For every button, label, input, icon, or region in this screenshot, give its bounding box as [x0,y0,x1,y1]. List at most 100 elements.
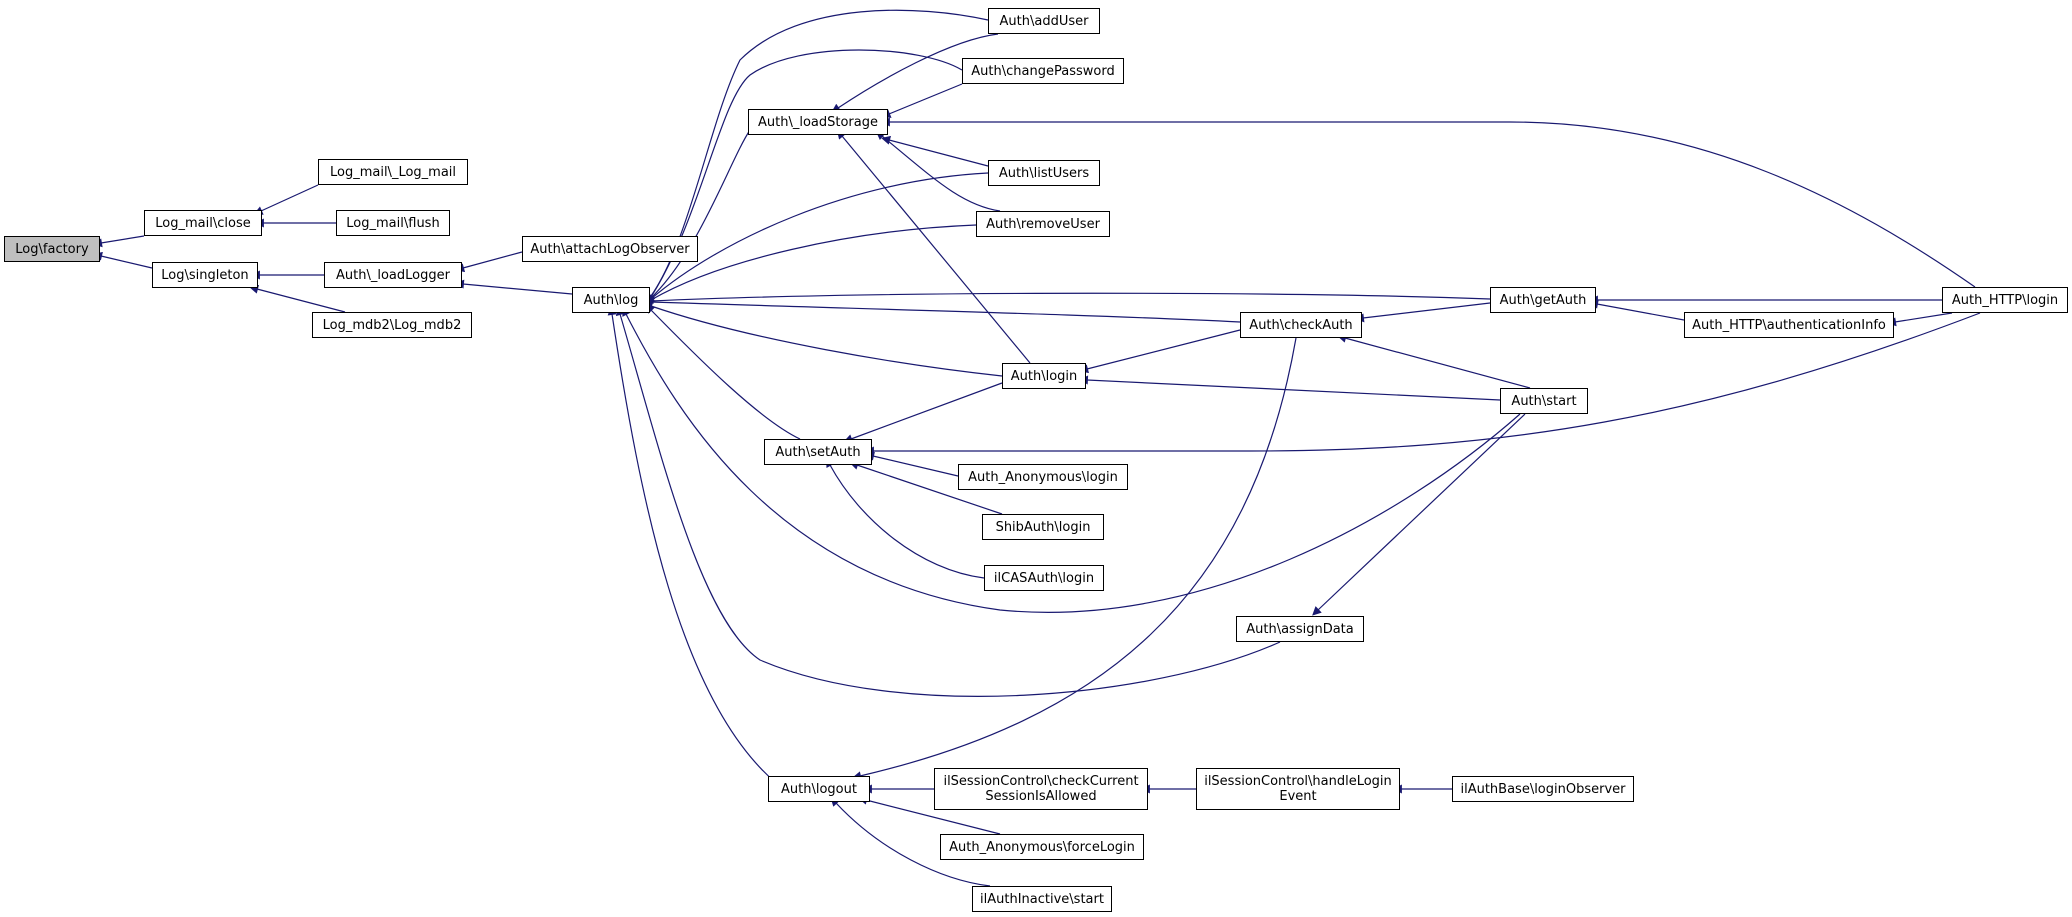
node-auth-remove-user[interactable]: Auth\removeUser [976,211,1110,237]
node-label: Auth\attachLogObserver [530,241,690,257]
node-label: Auth\setAuth [775,444,861,460]
edge-log-to-load-logger [454,279,573,295]
edge-assign-data-to-start [1312,413,1526,616]
node-label: ilCASAuth\login [993,570,1095,586]
node-auth-http-authentication-info[interactable]: Auth_HTTP\authenticationInfo [1684,312,1894,338]
edge-cas-auth-to-set-auth [826,457,985,579]
node-auth-change-password[interactable]: Auth\changePassword [962,58,1124,84]
node-log-mail-log-mail[interactable]: Log_mail\_Log_mail [318,159,468,185]
edge-login-to-set-auth [843,382,1003,443]
edge-anonymous-login-to-set-auth [865,451,959,477]
node-label: Log\factory [15,241,89,257]
edge-change-password-to-log [646,49,963,304]
edge-change-password-to-load-storage [881,83,963,118]
edge-logout-to-log [607,305,776,783]
node-auth-start[interactable]: Auth\start [1500,388,1588,414]
edge-http-login-to-set-auth [864,312,1981,456]
node-label: Log_mail\_Log_mail [329,164,457,180]
edge-add-user-to-load-storage [831,33,999,113]
edge-authentication-info-to-get-auth [1589,299,1685,321]
node-label: Auth\login [1010,368,1078,384]
edge-start-to-check-auth [1337,333,1531,389]
edge-get-auth-to-check-auth [1354,302,1491,323]
node-label: Auth\assignData [1246,621,1354,637]
edge-http-login-to-authentication-info [1886,312,1953,327]
node-log-factory: Log\factory [4,236,100,262]
node-label: Auth\log [583,292,639,308]
edge-log-mdb2-to-singleton [249,284,346,313]
edge-list-users-to-log [644,172,989,305]
node-auth-get-auth[interactable]: Auth\getAuth [1490,287,1596,313]
node-auth-log[interactable]: Auth\log [572,287,650,313]
edge-check-auth-to-login [1079,329,1241,374]
node-label: Auth\logout [781,781,857,797]
node-log-mail-flush[interactable]: Log_mail\flush [336,210,450,236]
node-label: Log\singleton [161,267,249,283]
node-auth-assign-data[interactable]: Auth\assignData [1236,616,1364,642]
node-label: Log_mdb2\Log_mdb2 [322,317,462,333]
node-log-mail-close[interactable]: Log_mail\close [144,210,262,236]
edge-set-auth-to-log [645,304,801,440]
node-label: Auth_Anonymous\forceLogin [949,839,1135,855]
node-label: Auth\addUser [999,13,1089,29]
node-auth-logout[interactable]: Auth\logout [768,776,870,802]
node-label: ilAuthInactive\start [980,891,1104,907]
edge-force-login-to-logout [858,795,1001,835]
node-label: Auth\removeUser [986,216,1100,232]
edge-start-to-log [622,306,1521,613]
node-auth-load-storage[interactable]: Auth\_loadStorage [748,109,888,135]
edge-http-login-to-load-storage [880,117,1976,288]
node-label-line-2: Event [1279,789,1317,804]
edge-log-mail-to-close [253,184,319,215]
edge-assign-data-to-log [615,306,1281,697]
node-auth-add-user[interactable]: Auth\addUser [988,8,1100,34]
node-label: Auth_HTTP\login [1951,292,2059,308]
edge-list-users-to-load-storage [881,135,989,167]
edge-get-auth-to-log [642,292,1491,306]
node-auth-list-users[interactable]: Auth\listUsers [988,160,1100,186]
node-log-mdb2[interactable]: Log_mdb2\Log_mdb2 [312,312,472,338]
edge-close-to-factory [93,235,145,248]
edge-login-to-load-storage [836,129,1031,364]
node-label: Log_mail\flush [346,215,440,231]
node-auth-attach-log-observer[interactable]: Auth\attachLogObserver [522,236,698,262]
edge-inactive-start-to-logout [830,797,991,887]
node-auth-set-auth[interactable]: Auth\setAuth [764,439,872,465]
node-label: Auth\_loadLogger [336,267,450,283]
node-label-line-1: ilSessionControl\checkCurrent [943,774,1139,789]
node-auth-login[interactable]: Auth\login [1002,363,1086,389]
node-auth-http-login[interactable]: Auth_HTTP\login [1942,287,2068,313]
node-auth-anonymous-force-login[interactable]: Auth_Anonymous\forceLogin [940,834,1144,860]
edge-remove-user-to-log [643,224,977,305]
node-label: Auth\getAuth [1499,292,1587,308]
node-label-line-1: ilSessionControl\handleLogin [1204,774,1392,789]
node-il-auth-inactive-start[interactable]: ilAuthInactive\start [972,886,1112,912]
node-label: Log_mail\close [155,215,251,231]
node-auth-check-auth[interactable]: Auth\checkAuth [1240,312,1362,338]
node-label: Auth\listUsers [998,165,1090,181]
node-label: ilAuthBase\loginObserver [1460,781,1626,797]
node-log-singleton[interactable]: Log\singleton [152,262,258,288]
node-il-cas-auth-login[interactable]: ilCASAuth\login [984,565,1104,591]
edge-login-to-log [643,302,1003,377]
node-label: Auth\_loadStorage [758,114,878,130]
node-label: Auth_HTTP\authenticationInfo [1692,317,1886,333]
node-label: Auth_Anonymous\login [968,469,1118,485]
node-auth-load-logger[interactable]: Auth\_loadLogger [324,262,462,288]
edge-add-user-to-log [646,9,989,303]
node-label: Auth\changePassword [971,63,1115,79]
node-auth-anonymous-login[interactable]: Auth_Anonymous\login [958,464,1128,490]
node-il-auth-base-login-observer[interactable]: ilAuthBase\loginObserver [1452,776,1634,802]
node-label: Auth\checkAuth [1249,317,1353,333]
edge-attach-observer-to-load-logger [455,251,523,273]
node-shib-auth-login[interactable]: ShibAuth\login [982,514,1104,540]
node-label: Auth\start [1511,393,1577,409]
edge-start-to-login [1078,375,1501,401]
edge-shib-auth-to-set-auth [849,461,1003,515]
edge-singleton-to-factory [93,251,153,269]
edge-remove-user-to-load-storage [875,130,1001,212]
edge-logout-to-check-auth [852,337,1297,781]
